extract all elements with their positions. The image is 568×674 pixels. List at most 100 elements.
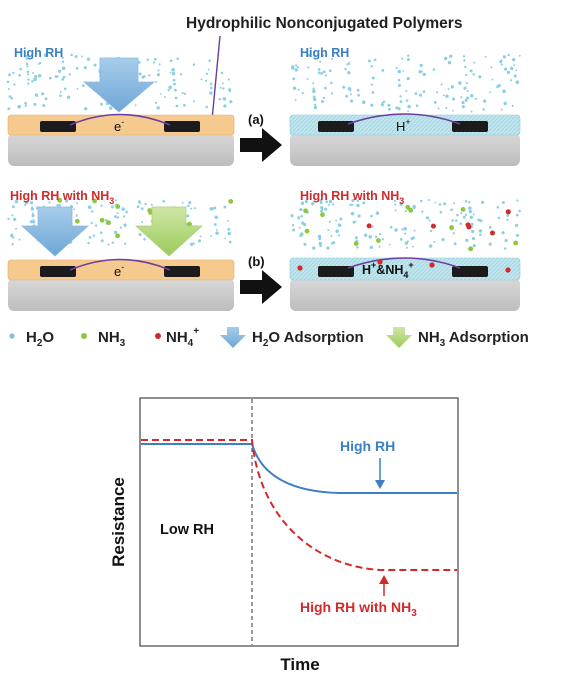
water-molecule-dot [159,92,162,95]
water-molecule-dot [518,54,521,57]
water-molecule-dot [311,202,315,206]
water-molecule-dot [24,203,27,206]
water-molecule-dot [150,203,153,206]
water-molecule-dot [370,83,373,86]
water-molecule-dot [304,199,308,204]
high-rh-nh3-curve [141,439,457,571]
water-molecule-dot [320,206,324,210]
water-molecule-dot [373,58,377,62]
water-molecule-dot [441,238,445,242]
water-molecule-dot [189,207,192,210]
water-molecule-dot [113,230,118,234]
water-molecule-dot [337,223,342,227]
water-molecule-dot [399,95,402,98]
water-molecule-dot [433,100,437,104]
water-molecule-dot [104,218,108,222]
water-molecule-dot [371,91,375,94]
ammonia-molecule-dot [376,238,381,243]
water-molecule-dot [452,109,454,112]
nh3-curve-label: High RH with NH3 [300,599,417,619]
h2o-adsorption-arrow-a [82,57,156,113]
water-molecule-dot [18,73,21,77]
water-molecule-dot [312,97,317,102]
water-molecule-dot [407,104,411,109]
water-molecule-dot [299,234,302,238]
water-molecule-dot [347,87,352,91]
water-molecule-dot [313,105,317,110]
water-molecule-dot [24,101,28,105]
substrate-b-left [8,278,234,311]
water-molecule-dot [317,234,322,239]
water-molecule-dot [322,70,326,74]
water-molecule-dot [319,198,323,203]
water-molecule-dot [122,215,126,218]
water-molecule-dot [121,207,125,211]
water-molecule-dot [440,83,443,86]
water-molecule-dot [90,210,94,213]
water-molecule-dot [399,202,403,206]
legend-nh3-dot [81,333,87,339]
water-molecule-dot [468,206,472,210]
step-label-a: (a) [248,112,264,127]
water-molecule-dot [66,95,71,99]
water-molecule-dot [463,59,466,62]
water-molecule-dot [27,78,30,81]
water-molecule-dot [32,218,35,221]
water-molecule-dot [300,201,305,206]
water-molecule-dot [437,107,440,110]
ammonia-molecule-dot [187,221,192,227]
water-molecule-dot [297,88,300,91]
water-molecule-dot [61,56,64,60]
water-molecule-dot [148,74,151,77]
water-molecule-dot [453,202,456,205]
water-molecule-dot [422,72,426,77]
nh4-ions-in-layer [297,259,511,273]
water-molecule-dot [453,242,457,246]
resistance-graph: Low RH High RH High RH with NH3 Resistan… [109,397,459,674]
water-molecule-dot [404,227,408,230]
water-molecule-dot [172,78,176,82]
water-molecule-dot [371,225,374,228]
water-molecule-dot [307,53,311,57]
water-molecule-dot [412,205,416,210]
water-molecule-dot [399,237,403,241]
water-molecule-dot [319,60,322,63]
water-molecule-dot [325,200,328,204]
water-molecule-dot [506,70,511,74]
mixed-dots-b-right [290,198,521,252]
water-molecule-dot [193,100,196,103]
water-molecule-dot [356,203,360,208]
water-molecule-dot [497,83,501,88]
water-molecule-dot [313,95,316,98]
water-molecule-dot [205,105,208,109]
ammonia-molecule-dot [228,199,234,204]
water-molecule-dot [86,57,91,61]
water-molecule-dot [227,231,231,236]
water-molecule-dot [362,201,366,205]
water-molecule-dot [174,96,178,100]
water-molecule-dot [518,209,521,213]
water-molecule-dot [19,67,23,71]
water-molecule-dot [31,214,35,218]
legend-h2o-adsorption-label: H2O Adsorption [252,329,364,349]
water-molecule-dot [507,53,510,57]
water-molecule-dot [462,55,466,58]
water-molecule-dot [100,204,103,207]
water-molecule-dot [213,206,217,210]
water-molecule-dot [294,64,298,67]
water-molecule-dot [324,74,328,77]
water-molecule-dot [31,80,34,83]
water-molecule-dot [500,108,503,111]
water-molecule-dot [29,220,34,224]
condition-label-a-left: High RH [14,46,63,60]
water-molecule-dot [218,97,222,101]
water-molecule-dot [361,100,366,104]
carrier-label-b-right: H+&NH4+ [362,260,414,280]
nh3-adsorption-arrow-b [134,206,204,257]
water-molecule-dot [192,63,196,67]
water-molecule-dot [214,215,218,220]
water-molecule-dot [173,82,176,86]
water-molecule-dot [472,244,476,248]
water-molecule-dot [27,73,29,76]
water-molecule-dot [442,94,445,97]
